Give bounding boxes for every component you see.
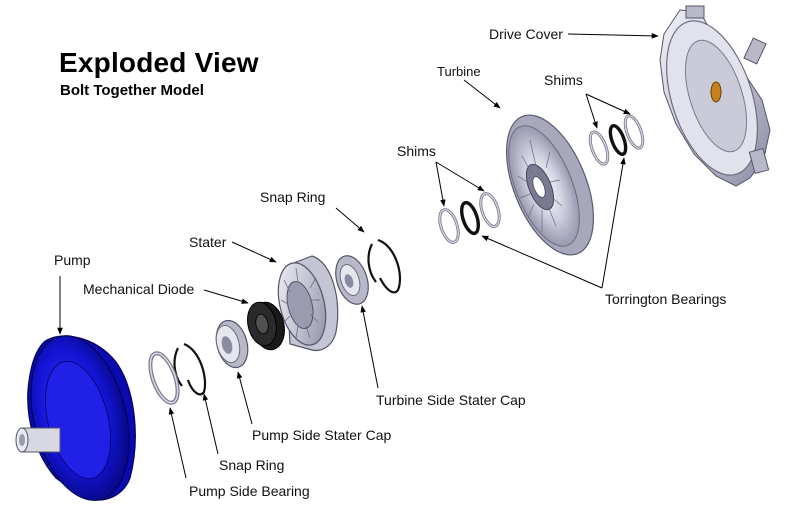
leader-stater bbox=[231, 241, 277, 263]
page-title: Exploded View bbox=[59, 47, 259, 78]
snap-ring-top-part bbox=[367, 238, 402, 294]
leader-torrington-a bbox=[481, 235, 603, 289]
leader-snap-ring-bottom bbox=[202, 393, 219, 455]
leader-shims-left-a bbox=[435, 161, 446, 207]
mechanical-diode-part bbox=[247, 301, 285, 351]
leader-mechanical-diode bbox=[203, 289, 249, 304]
turbine-side-stater-cap-part bbox=[335, 255, 369, 305]
leader-pump-side-bearing bbox=[168, 407, 187, 479]
drive-cover-part bbox=[659, 5, 771, 187]
label-mechanical-diode: Mechanical Diode bbox=[83, 281, 195, 297]
label-snap-ring-top: Snap Ring bbox=[260, 189, 326, 205]
turbine-part bbox=[506, 114, 594, 256]
leader-torrington-b bbox=[601, 157, 626, 289]
pump-side-stater-cap-part bbox=[215, 319, 249, 369]
leader-lines bbox=[57, 33, 659, 479]
torrington-bearing-right-part bbox=[608, 124, 628, 156]
label-stater: Stater bbox=[189, 234, 227, 250]
pump-side-bearing-part bbox=[148, 351, 180, 405]
leader-turbine bbox=[463, 79, 501, 109]
stater-part bbox=[277, 255, 339, 352]
leader-turbine-side-stater-cap bbox=[360, 305, 379, 389]
leader-shims-right-a bbox=[585, 93, 598, 129]
label-shims-right: Shims bbox=[544, 72, 583, 88]
label-drive-cover: Drive Cover bbox=[489, 26, 563, 42]
snap-ring-bottom-part bbox=[173, 342, 207, 396]
torrington-bearing-left-part bbox=[460, 200, 480, 236]
label-turbine-side-stater-cap: Turbine Side Stater Cap bbox=[376, 392, 526, 408]
label-snap-ring-bottom: Snap Ring bbox=[219, 457, 285, 473]
leader-snap-ring-top bbox=[335, 207, 365, 233]
label-pump: Pump bbox=[54, 252, 91, 268]
leader-shims-right-b bbox=[585, 93, 631, 115]
pump-part bbox=[15, 335, 136, 501]
leader-shims-left-b bbox=[435, 161, 485, 192]
label-pump-side-stater-cap: Pump Side Stater Cap bbox=[252, 427, 392, 443]
page-subtitle: Bolt Together Model bbox=[60, 82, 204, 99]
label-torrington-bearings: Torrington Bearings bbox=[605, 291, 727, 307]
shims-right-part bbox=[588, 114, 645, 166]
leader-pump-side-stater-cap bbox=[236, 371, 253, 425]
label-turbine: Turbine bbox=[437, 64, 481, 79]
label-shims-left: Shims bbox=[397, 143, 436, 159]
shims-left-part bbox=[438, 192, 501, 244]
leader-drive-cover bbox=[567, 33, 659, 39]
label-pump-side-bearing: Pump Side Bearing bbox=[189, 483, 310, 499]
